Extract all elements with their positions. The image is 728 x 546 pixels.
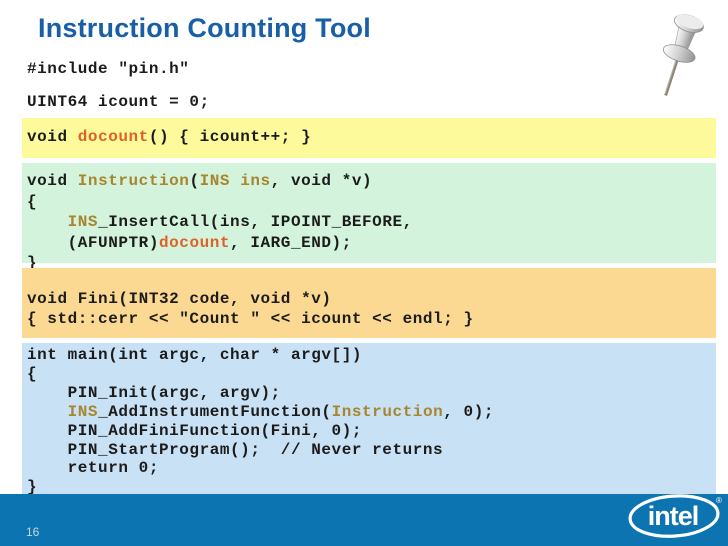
pushpin-icon [642,0,722,107]
code-line: } [27,254,38,272]
code-line: return 0; [27,459,159,478]
code-line: PIN_StartProgram(); // Never returns [27,440,444,459]
code-line: (AFUNPTR)docount, IARG_END); [27,233,352,252]
code-line: { [27,192,38,211]
code-line: void Instruction(INS ins, void *v) [27,172,373,190]
footer-bar: 16 intel ® [0,494,728,546]
code-line: INS_InsertCall(ins, IPOINT_BEFORE, [67,213,413,231]
code-line: { std::cerr << "Count " << icount << end… [27,310,474,328]
code-line: void docount() { icount++; } [27,128,312,146]
code-line: } [27,478,38,497]
code-line: PIN_Init(argc, argv); [27,383,281,402]
code-line: int main(int argc, char * argv[]) [27,346,363,364]
code-line: PIN_AddFiniFunction(Fini, 0); [27,421,363,440]
code-line: INS_AddInstrumentFunction(Instruction, 0… [67,402,495,421]
code-block-instruction: void Instruction(INS ins, void *v) { INS_… [22,163,716,272]
code-line: void Fini(INT32 code, void *v) [27,290,332,308]
code-block-fini: void Fini(INT32 code, void *v){ std::cer… [22,268,716,338]
svg-text:®: ® [716,496,722,505]
code-block-main: int main(int argc, char * argv[]){ PIN_I… [22,343,716,497]
page-number: 16 [26,525,40,539]
code-block-docount: void docount() { icount++; } [22,118,716,158]
code-line: { [27,364,38,383]
page-title: Instruction Counting Tool [38,13,371,43]
code-line-include: #include "pin.h" [27,60,190,78]
code-line-icount-decl: UINT64 icount = 0; [27,93,210,111]
svg-text:intel: intel [648,501,699,531]
intel-logo: intel ® [627,490,725,545]
